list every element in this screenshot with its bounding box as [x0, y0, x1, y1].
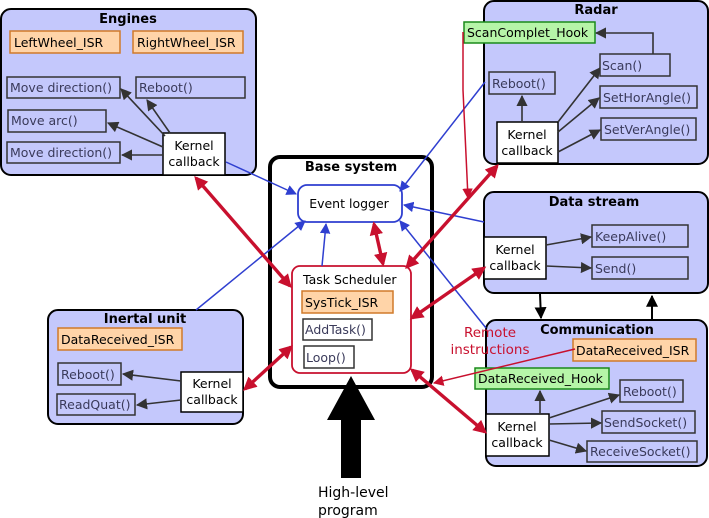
hook-connections: [432, 32, 576, 386]
svg-text:Send(): Send(): [595, 261, 636, 276]
inertial-reboot: Reboot(): [57, 362, 122, 386]
svg-text:ReceiveSocket(): ReceiveSocket(): [590, 444, 691, 459]
svg-text:SendSocket(): SendSocket(): [604, 415, 687, 430]
inertial-read-quat: ReadQuat(): [56, 393, 136, 416]
svg-text:Reboot(): Reboot(): [139, 80, 193, 95]
scan-complete-hook: ScanComplet_Hook: [463, 21, 596, 44]
svg-text:High-level: High-level: [318, 485, 389, 501]
up-arrow-icon: [327, 376, 375, 478]
svg-text:DataReceived_ISR: DataReceived_ISR: [576, 343, 690, 358]
svg-text:SetVerAngle(): SetVerAngle(): [604, 122, 690, 137]
communication-data-received-isr: DataReceived_ISR: [572, 338, 697, 362]
svg-text:Remote: Remote: [464, 325, 516, 341]
engines-move-arc: Move arc(): [7, 109, 107, 133]
inertial-data-received-isr: DataReceived_ISR: [57, 327, 183, 351]
svg-text:callback: callback: [501, 143, 553, 158]
radar-module: Radar ScanComplet_Hook Reboot() Scan() S…: [463, 0, 709, 165]
systick-isr: SysTick_ISR: [301, 290, 394, 314]
svg-text:Reboot(): Reboot(): [492, 76, 546, 91]
radar-set-hor-angle: SetHorAngle(): [599, 85, 698, 109]
event-logger: Event logger: [297, 184, 403, 223]
radar-kernel-callback: Kernel callback: [496, 121, 559, 164]
svg-text:ScanComplet_Hook: ScanComplet_Hook: [467, 25, 589, 40]
data-stream-title: Data stream: [549, 195, 640, 210]
base-system-title: Base system: [305, 160, 397, 175]
svg-text:Kernel: Kernel: [495, 242, 534, 257]
svg-text:Event logger: Event logger: [309, 196, 389, 211]
svg-text:Kernel: Kernel: [507, 127, 546, 142]
radar-title: Radar: [574, 3, 618, 18]
radar-reboot: Reboot(): [488, 71, 556, 95]
base-system-module: Base system Event logger Task Scheduler …: [268, 155, 434, 389]
data-stream-module: Data stream KeepAlive() Send() Kernel ca…: [483, 191, 709, 294]
svg-text:callback: callback: [186, 392, 238, 407]
engines-move-direction-1: Move direction(): [6, 76, 121, 99]
svg-text:DataReceived_ISR: DataReceived_ISR: [61, 332, 175, 347]
communication-title: Communication: [540, 323, 654, 338]
communication-reboot: Reboot(): [619, 379, 684, 403]
stream-comm-connections: [534, 293, 658, 320]
svg-text:program: program: [318, 503, 378, 518]
svg-text:KeepAlive(): KeepAlive(): [595, 229, 666, 244]
svg-text:Kernel: Kernel: [174, 138, 213, 153]
high-level-program: High-level program: [318, 376, 389, 518]
inertial-kernel-callback: Kernel callback: [180, 371, 244, 413]
svg-text:LeftWheel_ISR: LeftWheel_ISR: [14, 35, 104, 50]
inertial-unit-title: Inertal unit: [104, 312, 186, 327]
svg-text:Move arc(): Move arc(): [11, 113, 78, 128]
svg-text:SysTick_ISR: SysTick_ISR: [305, 295, 379, 310]
svg-text:callback: callback: [491, 435, 543, 450]
svg-text:instructions: instructions: [450, 342, 529, 358]
svg-text:callback: callback: [168, 154, 220, 169]
engines-move-direction-2: Move direction(): [6, 141, 121, 164]
right-wheel-isr: RightWheel_ISR: [132, 30, 244, 54]
engines-title: Engines: [99, 12, 157, 27]
data-stream-keep-alive: KeepAlive(): [591, 224, 689, 248]
svg-text:DataReceived_Hook: DataReceived_Hook: [478, 371, 604, 386]
svg-text:Loop(): Loop(): [306, 350, 346, 365]
communication-kernel-callback: Kernel callback: [485, 413, 550, 457]
svg-text:AddTask(): AddTask(): [305, 322, 366, 337]
svg-text:Reboot(): Reboot(): [61, 367, 115, 382]
engines-kernel-callback: Kernel callback: [162, 132, 226, 176]
radar-scan: Scan(): [599, 53, 671, 77]
loop: Loop(): [303, 345, 355, 369]
add-task: AddTask(): [302, 318, 373, 341]
scheduler-connections: [194, 163, 499, 434]
communication-data-received-hook: DataReceived_Hook: [474, 367, 610, 390]
svg-text:RightWheel_ISR: RightWheel_ISR: [137, 35, 236, 50]
svg-text:ReadQuat(): ReadQuat(): [59, 397, 130, 412]
communication-send-socket: SendSocket(): [601, 410, 696, 434]
svg-text:Kernel: Kernel: [192, 376, 231, 391]
inertial-unit-module: Inertal unit DataReceived_ISR Reboot() R…: [47, 309, 244, 425]
svg-text:Scan(): Scan(): [602, 58, 642, 73]
svg-text:Reboot(): Reboot(): [623, 384, 677, 399]
data-stream-kernel-callback: Kernel callback: [483, 236, 547, 280]
svg-text:Move direction(): Move direction(): [10, 145, 112, 160]
task-scheduler: Task Scheduler SysTick_ISR AddTask() Loo…: [291, 265, 412, 374]
svg-text:SetHorAngle(): SetHorAngle(): [603, 90, 691, 105]
left-wheel-isr: LeftWheel_ISR: [9, 30, 121, 54]
engines-module: Engines LeftWheel_ISR RightWheel_ISR Mov…: [0, 8, 257, 176]
svg-text:Kernel: Kernel: [497, 419, 536, 434]
data-stream-send: Send(): [591, 256, 689, 280]
svg-text:Move direction(): Move direction(): [10, 80, 112, 95]
remote-instructions-label: Remote instructions: [450, 325, 529, 358]
radar-set-ver-angle: SetVerAngle(): [600, 117, 697, 141]
engines-reboot: Reboot(): [135, 76, 246, 99]
communication-receive-socket: ReceiveSocket(): [586, 440, 698, 463]
svg-text:Task Scheduler: Task Scheduler: [302, 272, 397, 287]
svg-text:callback: callback: [489, 258, 541, 273]
